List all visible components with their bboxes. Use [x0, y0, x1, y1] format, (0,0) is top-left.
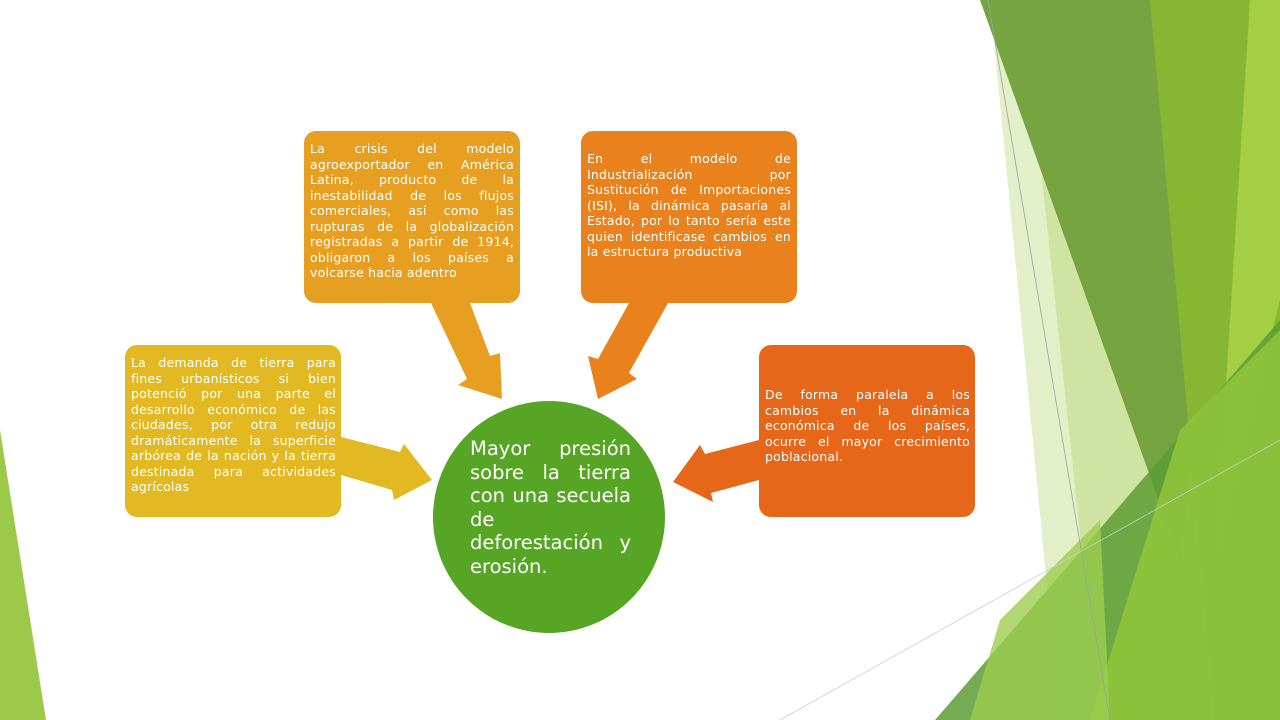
left-edge-shape	[0, 430, 46, 720]
arrow-left-to-center	[341, 437, 432, 500]
decor-thin-line-1	[987, 0, 1111, 720]
node-isi-model-text: En el modelo de Industrialización por Su…	[587, 151, 791, 259]
arrow-top1-to-center	[431, 303, 502, 399]
arrow-right-to-center	[673, 440, 759, 502]
decor-thin-line-2	[779, 439, 1280, 720]
node-population-growth-text: De forma paralela a los cambios en la di…	[765, 387, 970, 464]
center-node: Mayor presión sobre la tierra con una se…	[433, 401, 665, 633]
node-urban-land-demand-text: La demanda de tierra para fines urbaníst…	[131, 355, 336, 494]
node-urban-land-demand: La demanda de tierra para fines urbaníst…	[125, 345, 341, 517]
arrow-top2-to-center	[588, 303, 668, 399]
node-agroexport-crisis-text: La crisis del modelo agroexportador en A…	[310, 141, 514, 280]
node-agroexport-crisis: La crisis del modelo agroexportador en A…	[304, 131, 520, 303]
center-node-text: Mayor presión sobre la tierra con una se…	[470, 437, 631, 578]
right-decor-light-3	[970, 520, 1110, 720]
right-decor-mid-3	[1090, 330, 1280, 720]
node-population-growth: De forma paralela a los cambios en la di…	[759, 345, 975, 517]
node-isi-model: En el modelo de Industrialización por Su…	[581, 131, 797, 303]
